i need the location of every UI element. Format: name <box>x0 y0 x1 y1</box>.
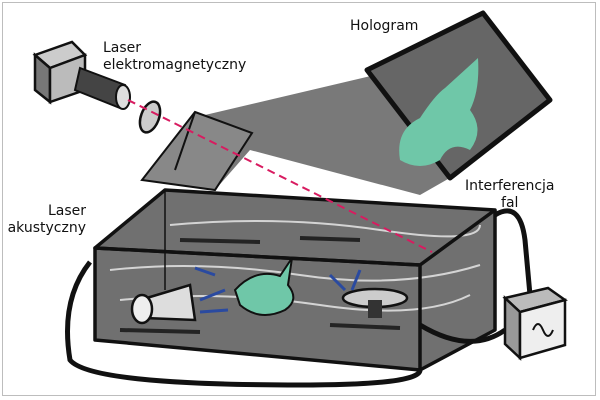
image-border <box>2 2 596 396</box>
em-laser <box>32 40 131 110</box>
acoustic-laser-label: Laser akustyczny <box>6 203 86 237</box>
lens <box>138 100 162 134</box>
sine-wave-icon <box>532 323 554 337</box>
cable <box>65 208 533 388</box>
sound-wave-arrows <box>194 266 362 314</box>
label-line: Interferencja <box>465 178 555 194</box>
acoustic-laser <box>130 283 197 325</box>
label-line: Laser <box>103 40 142 56</box>
label-line: elektromagnetyczny <box>103 57 247 73</box>
tank-interior <box>95 190 495 370</box>
label-line: Laser <box>47 203 86 219</box>
label-line: akustyczny <box>7 220 86 236</box>
interference-label: Interferencja fal <box>465 178 555 212</box>
hologram-plate <box>364 10 553 181</box>
prism <box>140 110 254 192</box>
fish-object <box>233 257 295 316</box>
hologram-fish <box>399 58 479 166</box>
laser-beam <box>127 99 433 253</box>
hologram-label: Hologram <box>350 18 419 34</box>
transducer <box>341 287 409 318</box>
em-laser-label: Laser elektromagnetyczny <box>103 40 246 74</box>
label-line: fal <box>501 195 519 211</box>
signal-generator <box>502 286 568 361</box>
